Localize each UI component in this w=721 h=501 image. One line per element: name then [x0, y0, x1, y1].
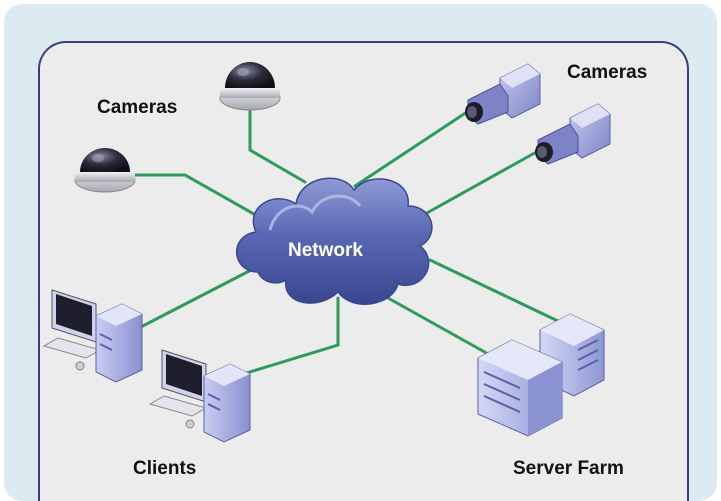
- connection-line: [123, 173, 270, 224]
- cameras-label-left: Cameras: [97, 97, 178, 118]
- connection-line: [386, 296, 492, 357]
- cameras-label-right: Cameras: [567, 62, 648, 83]
- dome-camera-icon: [219, 62, 281, 111]
- network-cloud: [236, 177, 433, 305]
- connection-line: [353, 108, 472, 188]
- connection-line: [133, 266, 257, 332]
- server-icon: [477, 339, 563, 437]
- server-farm-label: Server Farm: [513, 458, 624, 479]
- clients-label: Clients: [133, 458, 197, 479]
- connections: [123, 98, 562, 377]
- client-workstation-icon: [42, 289, 143, 383]
- box-camera-icon: [535, 103, 611, 165]
- connection-line: [248, 98, 307, 184]
- dome-camera-icon: [74, 148, 136, 193]
- network-label: Network: [288, 240, 363, 261]
- box-camera-icon: [465, 63, 541, 125]
- client-workstation-icon: [148, 349, 251, 443]
- connection-line: [428, 258, 562, 324]
- connection-line: [238, 296, 340, 377]
